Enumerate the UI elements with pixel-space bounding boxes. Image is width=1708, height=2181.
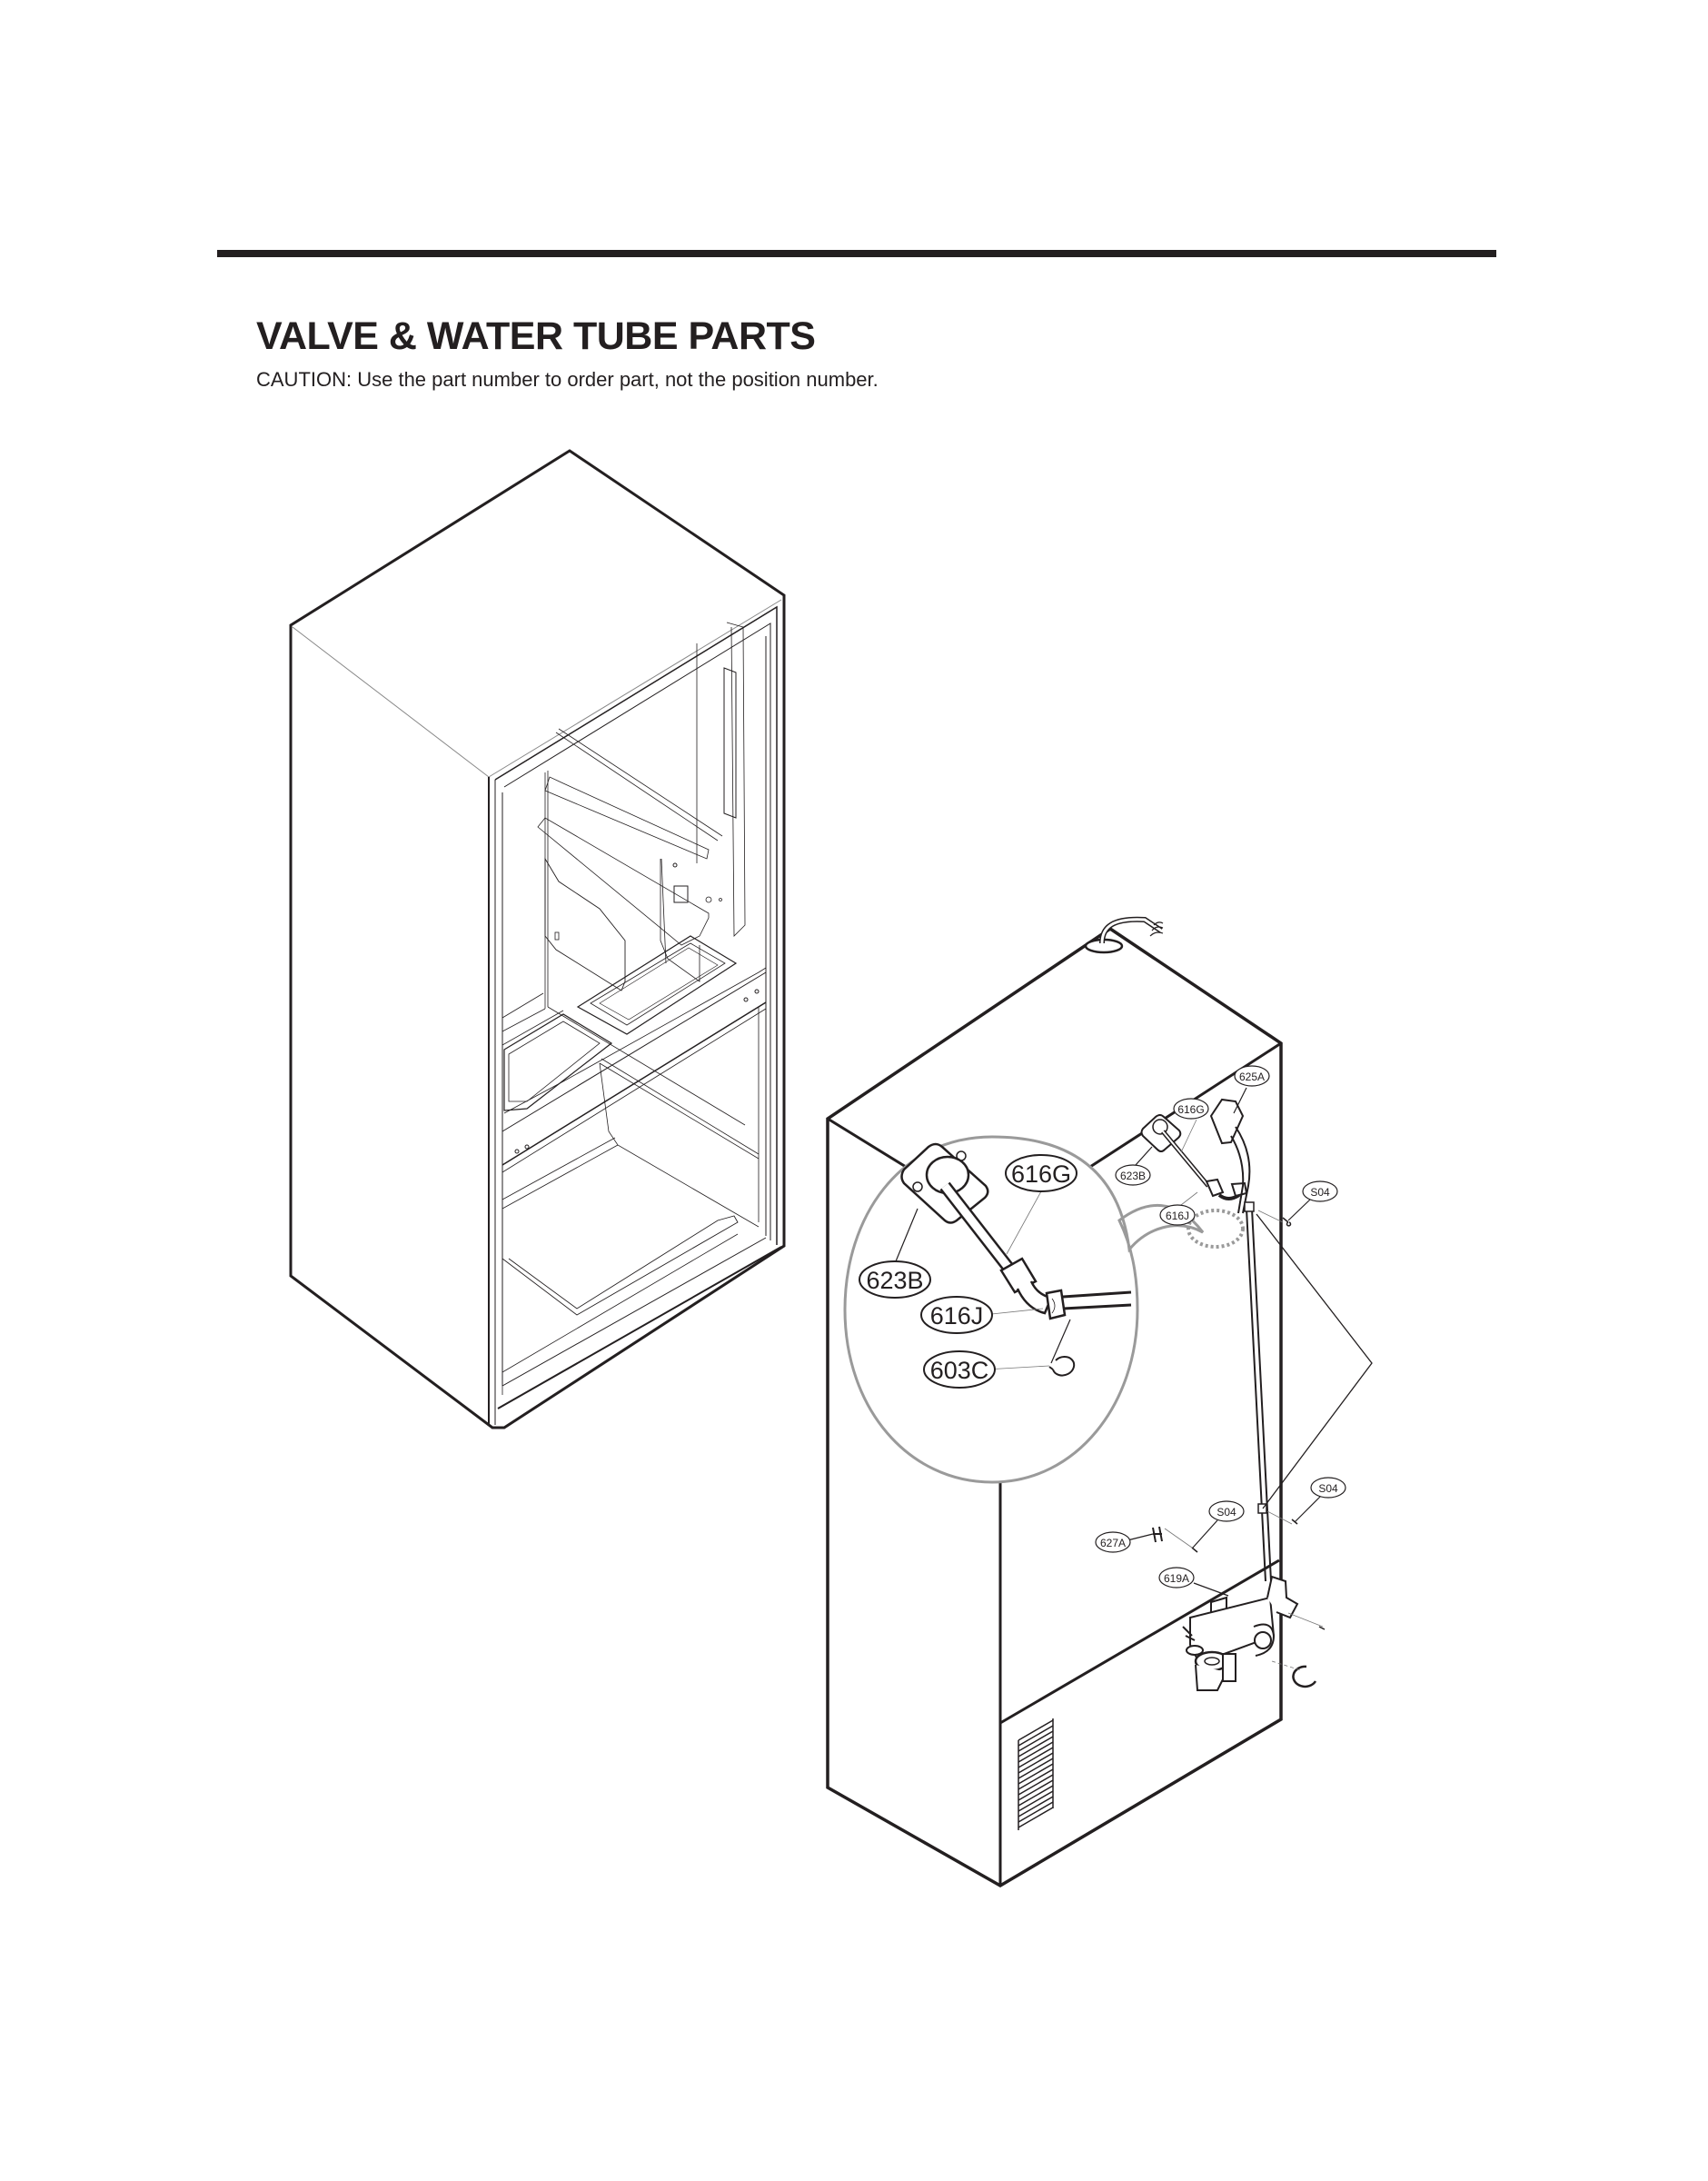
svg-text:625A: 625A	[1239, 1071, 1265, 1083]
vent-grille-icon	[1018, 1718, 1054, 1830]
main-labels: 625A 616G 623B 616J S04 S04 S04 627A	[1095, 1065, 1346, 1588]
leader-lines	[895, 1087, 1373, 1671]
label-616J: 616J	[1159, 1204, 1196, 1226]
label-619A: 619A	[1158, 1567, 1195, 1588]
water-valve-icon	[1182, 1575, 1299, 1691]
svg-text:S04: S04	[1216, 1506, 1236, 1519]
label-616G: 616G	[1173, 1098, 1209, 1120]
label-616G-detail: 616G	[1005, 1154, 1077, 1192]
svg-text:616G: 616G	[1011, 1160, 1071, 1188]
svg-text:623B: 623B	[866, 1267, 923, 1294]
label-S04-lower-left: S04	[1208, 1500, 1245, 1522]
svg-text:603C: 603C	[930, 1357, 989, 1384]
svg-text:616J: 616J	[930, 1302, 984, 1330]
label-S04-upper: S04	[1302, 1180, 1338, 1202]
main-view-parts	[1140, 1098, 1326, 1691]
svg-text:616G: 616G	[1177, 1103, 1204, 1116]
svg-text:627A: 627A	[1100, 1537, 1126, 1549]
magnified-detail-callout	[843, 1135, 1245, 1484]
page-title: VALVE & WATER TUBE PARTS	[256, 314, 816, 358]
label-623B: 623B	[1115, 1164, 1151, 1186]
fill-tube-detail	[900, 1142, 1132, 1377]
label-623B-detail: 623B	[859, 1260, 931, 1299]
svg-text:S04: S04	[1310, 1186, 1330, 1199]
label-603C-detail: 603C	[923, 1350, 996, 1389]
detail-labels: 616G 623B 616J 603C	[859, 1154, 1077, 1389]
header-rule	[217, 250, 1496, 257]
label-625A: 625A	[1234, 1065, 1270, 1087]
caution-note: CAUTION: Use the part number to order pa…	[256, 368, 879, 391]
refrigerator-front-view	[289, 449, 786, 1429]
svg-text:S04: S04	[1318, 1482, 1338, 1495]
label-616J-detail: 616J	[920, 1296, 993, 1334]
svg-text:623B: 623B	[1120, 1170, 1146, 1182]
svg-text:616J: 616J	[1166, 1210, 1189, 1222]
svg-text:619A: 619A	[1164, 1572, 1189, 1585]
water-inlet-tube	[1084, 916, 1164, 954]
label-S04-lower-right: S04	[1310, 1477, 1346, 1499]
label-627A: 627A	[1095, 1531, 1131, 1553]
